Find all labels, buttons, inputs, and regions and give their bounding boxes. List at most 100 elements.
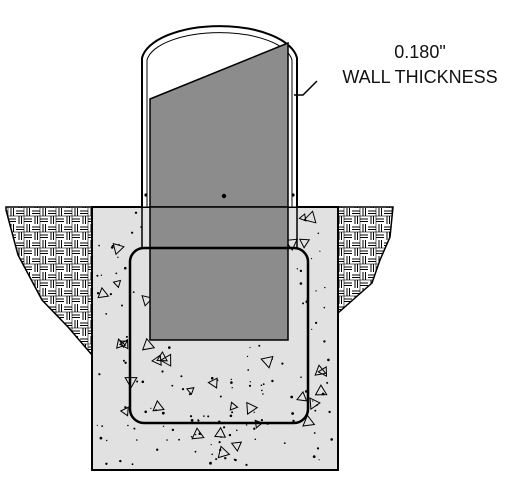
aggregate-dot <box>245 463 248 466</box>
aggregate-dot <box>197 419 200 422</box>
aggregate-dot <box>136 380 139 383</box>
aggregate-dot <box>302 302 305 305</box>
aggregate-dot <box>323 306 326 309</box>
aggregate-dot <box>223 426 226 429</box>
aggregate-stone <box>296 390 308 402</box>
aggregate-dot <box>207 415 210 418</box>
aggregate-dot <box>253 411 255 413</box>
aggregate-dot <box>124 266 127 270</box>
aggregate-dot <box>328 410 331 414</box>
aggregate-dot <box>171 428 175 432</box>
aggregate-dot <box>292 419 295 423</box>
aggregate-stone <box>116 338 127 349</box>
steel-core-embedded <box>149 206 289 341</box>
aggregate-dot <box>330 438 334 441</box>
aggregate-dot <box>117 256 119 258</box>
aggregate-dot <box>314 409 317 412</box>
aggregate-dot <box>99 436 103 440</box>
aggregate-dot <box>209 461 212 465</box>
aggregate-dot <box>211 453 213 456</box>
aggregate-stone <box>185 387 195 396</box>
aggregate-dot <box>101 425 104 427</box>
aggregate-dot <box>131 463 134 466</box>
annotation-label: WALL THICKNESS <box>342 67 497 87</box>
aggregate-dot <box>262 393 264 395</box>
aggregate-dot <box>299 282 303 285</box>
aggregate-stone <box>246 401 259 416</box>
aggregate-dot <box>203 415 205 417</box>
aggregate-dot <box>253 427 256 430</box>
aggregate-dot <box>168 346 171 349</box>
aggregate-dot <box>230 378 232 381</box>
aggregate-dot <box>254 438 257 441</box>
aggregate-dot <box>248 384 252 387</box>
aggregate-stone <box>214 426 227 438</box>
aggregate-stone <box>260 355 274 369</box>
aggregate-dot <box>136 439 138 441</box>
aggregate-dot <box>156 448 159 451</box>
aggregate-dot <box>194 433 197 436</box>
aggregate-dot <box>141 380 145 384</box>
soil-right <box>337 206 394 315</box>
aggregate-stone <box>284 238 298 251</box>
aggregate-stone <box>191 427 205 440</box>
aggregate-dot <box>215 458 218 461</box>
weld-mark-left <box>144 193 148 197</box>
annotation-dimension: 0.180" <box>394 42 445 62</box>
aggregate-dot <box>109 293 112 296</box>
aggregate-dot <box>150 407 152 409</box>
aggregate-dot <box>190 436 193 438</box>
aggregate-dot <box>98 373 101 376</box>
aggregate-dot <box>290 395 294 399</box>
aggregate-dot <box>312 455 316 458</box>
weld-mark-right <box>291 193 295 197</box>
aggregate-stone <box>141 295 154 307</box>
center-dot <box>221 193 227 199</box>
aggregate-dot <box>133 427 136 430</box>
aggregate-stone <box>303 210 317 224</box>
aggregate-dot <box>110 246 114 249</box>
aggregate-dot <box>247 369 250 371</box>
aggregate-dot <box>296 268 299 270</box>
aggregate-dot <box>224 457 227 460</box>
aggregate-stone <box>112 279 122 289</box>
aggregate-dot <box>312 400 314 402</box>
aggregate-stone <box>152 399 165 412</box>
aggregate-dot <box>100 274 103 276</box>
aggregate-dot <box>323 340 326 343</box>
aggregate-stone <box>309 397 321 411</box>
aggregate-stone <box>302 414 316 427</box>
aggregate-dot <box>228 433 232 437</box>
aggregate-dot <box>162 425 165 427</box>
aggregate-dot <box>105 313 108 315</box>
aggregate-dot <box>271 379 274 383</box>
aggregate-dot <box>194 450 197 453</box>
aggregate-dot <box>144 410 147 414</box>
aggregate-dot <box>161 370 164 373</box>
aggregate-dot <box>121 304 123 307</box>
aggregate-dot <box>218 441 221 444</box>
aggregate-dot <box>105 462 108 465</box>
aggregate-dot <box>245 424 248 426</box>
aggregate-dot <box>258 344 261 347</box>
aggregate-dot <box>315 290 317 292</box>
aggregate-dot <box>132 291 135 293</box>
aggregate-stone <box>217 445 231 459</box>
aggregate-dot <box>125 335 128 338</box>
aggregate-dot <box>318 459 320 461</box>
aggregate-dot <box>281 362 284 365</box>
aggregate-dot <box>261 389 263 392</box>
aggregate-dot <box>106 439 108 442</box>
aggregate-dot <box>119 459 122 463</box>
aggregate-dot <box>166 439 168 441</box>
aggregate-dot <box>231 387 233 389</box>
rebar-cage <box>128 246 310 425</box>
aggregate-dot <box>124 361 127 364</box>
aggregate-dot <box>180 375 183 378</box>
aggregate-dot <box>291 412 294 415</box>
aggregate-stone <box>298 238 311 249</box>
aggregate-stone <box>298 213 307 222</box>
aggregate-dot <box>234 458 237 462</box>
